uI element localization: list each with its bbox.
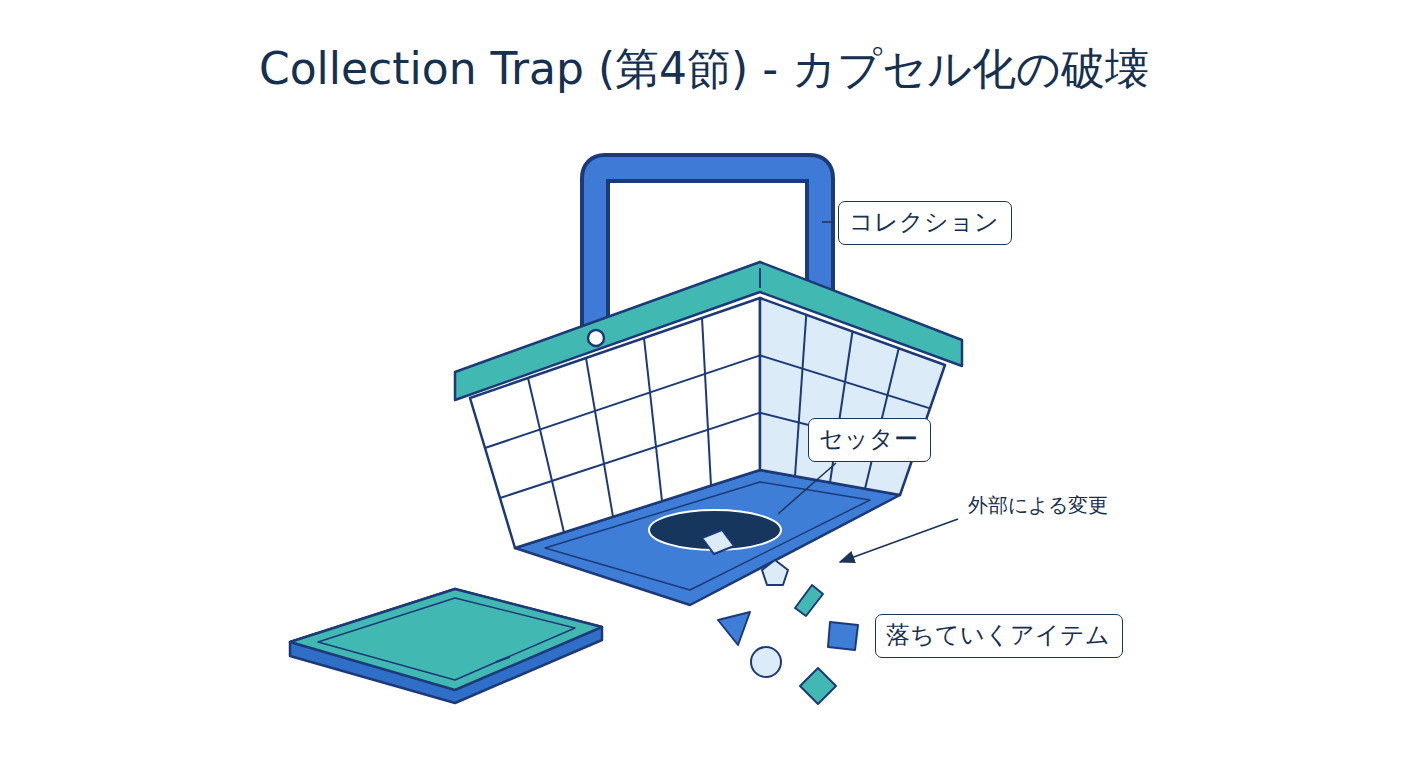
callout-box: コレクション (838, 201, 1012, 245)
falling-cube (702, 530, 734, 554)
grid-line (528, 378, 564, 532)
change-arrow (840, 519, 958, 562)
falling-items (718, 560, 858, 704)
callout-text: 落ちていくアイテム (886, 620, 1112, 650)
callout-text: セッター (819, 424, 920, 454)
annotation-label: 外部による変更 (966, 492, 1110, 519)
basket-rim (455, 262, 962, 400)
callout-text: コレクション (849, 207, 1001, 237)
basket-lid (290, 589, 602, 703)
grid-line (760, 355, 930, 408)
leader-line (778, 463, 836, 514)
grid-line (644, 338, 662, 501)
callout-box: 落ちていくアイテム (875, 614, 1123, 658)
grid-line (702, 318, 711, 486)
title: Collection Trap (第4節) - カプセル化の破壊 (0, 40, 1408, 99)
leader-line (822, 221, 834, 223)
grid-line (795, 315, 806, 477)
callout-box: セッター (808, 418, 931, 462)
grid-line (500, 413, 760, 498)
grid-line (586, 358, 613, 517)
